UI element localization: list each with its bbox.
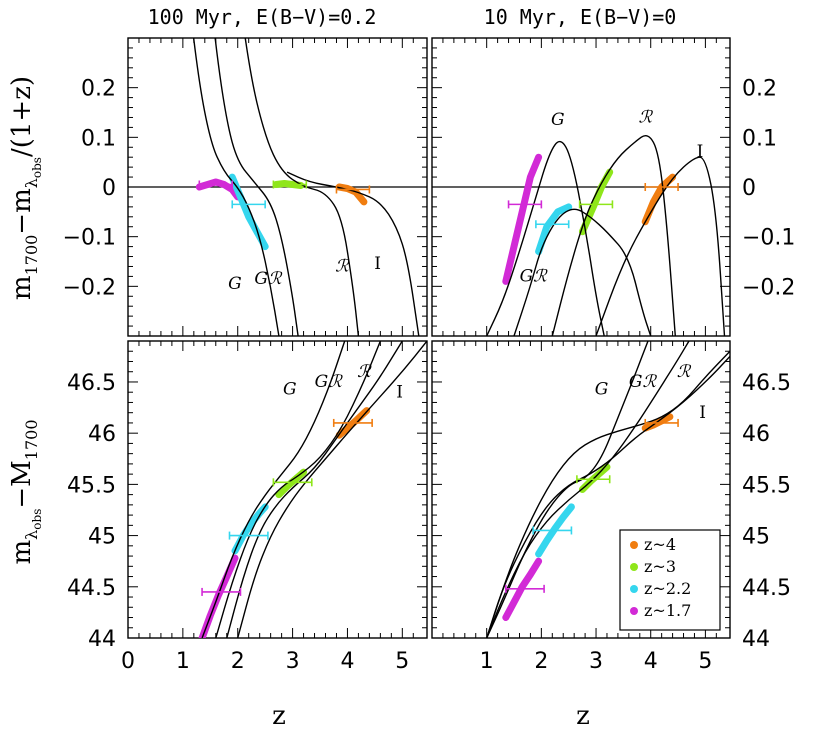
curve-label-r bbox=[244, 38, 360, 336]
band-label-gr: Gℛ bbox=[520, 266, 549, 286]
curve-label-gr bbox=[513, 208, 652, 336]
column-title-left: 100 Myr, E(B−V)=0.2 bbox=[148, 5, 377, 29]
x-tick-label: 2 bbox=[534, 649, 548, 674]
panel-frame bbox=[127, 340, 428, 639]
y-tick-label: 44.5 bbox=[742, 576, 791, 601]
band-label-r: ℛ bbox=[335, 256, 350, 276]
curve-label-g bbox=[201, 341, 346, 638]
curve-label-i bbox=[595, 156, 726, 336]
curve-label-gr bbox=[214, 38, 299, 336]
legend-label: z~1.7 bbox=[644, 601, 691, 620]
y-axis-label-bottom: mλobs−M1700 bbox=[7, 419, 44, 564]
y-tick-label: 45.5 bbox=[67, 473, 116, 498]
y-tick-label: 45 bbox=[88, 525, 116, 550]
y-tick-label: −0.2 bbox=[742, 275, 795, 300]
band-label-r: ℛ bbox=[638, 107, 653, 127]
svg-text:m1700−mλobs/(1+z): m1700−mλobs/(1+z) bbox=[7, 76, 44, 300]
y-tick-label: 0 bbox=[742, 176, 756, 201]
band-label-i: I bbox=[697, 142, 704, 162]
x-tick-label: 5 bbox=[698, 649, 712, 674]
band-label-gr: Gℛ bbox=[254, 269, 283, 289]
highlight-z17 bbox=[502, 557, 543, 621]
band-label-r: ℛ bbox=[357, 362, 372, 382]
y-tick-label: 0.1 bbox=[81, 126, 116, 151]
x-tick-label: 4 bbox=[644, 649, 658, 674]
legend-label: z~4 bbox=[644, 535, 676, 554]
x-axis-label-right: z bbox=[576, 701, 590, 731]
x-tick-label: 3 bbox=[589, 649, 603, 674]
legend-marker bbox=[630, 585, 638, 593]
legend-marker bbox=[630, 607, 638, 615]
band-label-i: I bbox=[699, 403, 706, 423]
highlight-z22 bbox=[535, 203, 573, 256]
highlight-z22 bbox=[535, 503, 575, 558]
x-tick-label: 1 bbox=[176, 649, 190, 674]
y-tick-label: −0.1 bbox=[742, 226, 795, 251]
x-tick-label: 2 bbox=[231, 649, 245, 674]
y-tick-label: 44 bbox=[88, 627, 116, 652]
band-label-i: I bbox=[374, 254, 381, 274]
y-tick-label: 44.5 bbox=[67, 576, 116, 601]
x-tick-label: 5 bbox=[395, 649, 409, 674]
curve-label-i bbox=[486, 350, 730, 638]
x-tick-label: 4 bbox=[340, 649, 354, 674]
curve-label-g bbox=[192, 38, 280, 336]
y-tick-label: 45.5 bbox=[742, 473, 791, 498]
panel-frame bbox=[431, 340, 731, 639]
highlight-z4 bbox=[641, 173, 677, 226]
y-tick-label: 0.2 bbox=[742, 77, 777, 102]
curve-label-gr bbox=[486, 341, 690, 638]
band-label-gr: Gℛ bbox=[315, 372, 344, 392]
curve-label-g bbox=[486, 140, 605, 336]
y-tick-label: −0.1 bbox=[63, 226, 116, 251]
x-axis-label-left: z bbox=[272, 701, 286, 731]
panel-top-left: −0.2 −0.1 0 0.1 0.2G Gℛ ℛ I bbox=[63, 37, 428, 337]
y-tick-label: −0.2 bbox=[63, 275, 116, 300]
y-axis-label-top: m1700−mλobs/(1+z) bbox=[7, 76, 44, 300]
x-tick-label: 1 bbox=[480, 649, 494, 674]
y-tick-label: 46.5 bbox=[67, 371, 116, 396]
y-tick-label: 46.5 bbox=[742, 371, 791, 396]
panel-top-right: −0.2 −0.1 0 0.1 0.2G Gℛ ℛ I bbox=[431, 37, 795, 337]
curve-label-r bbox=[226, 341, 403, 638]
curve-label-r bbox=[551, 135, 676, 336]
x-tick-label: 0 bbox=[121, 649, 135, 674]
y-tick-label: 0 bbox=[102, 176, 116, 201]
highlight-z3 bbox=[275, 468, 308, 499]
svg-text:mλobs−M1700: mλobs−M1700 bbox=[7, 419, 44, 564]
legend-marker bbox=[630, 563, 638, 571]
y-tick-label: 46 bbox=[88, 422, 116, 447]
curve-label-i bbox=[286, 171, 420, 336]
band-label-i: I bbox=[396, 382, 403, 402]
y-tick-label: 0.2 bbox=[81, 77, 116, 102]
band-label-g: G bbox=[283, 379, 297, 399]
highlight-z17 bbox=[502, 153, 543, 285]
band-label-gr: Gℛ bbox=[629, 372, 658, 392]
column-title-right: 10 Myr, E(B−V)=0 bbox=[484, 5, 677, 29]
band-label-g: G bbox=[228, 274, 242, 294]
legend-marker bbox=[630, 541, 638, 549]
y-tick-label: 45 bbox=[742, 525, 770, 550]
y-tick-label: 0.1 bbox=[742, 126, 777, 151]
highlight-z4 bbox=[335, 407, 371, 439]
y-tick-label: 44 bbox=[742, 627, 770, 652]
y-tick-label: 46 bbox=[742, 422, 770, 447]
band-label-g: G bbox=[551, 110, 565, 130]
highlight-z3 bbox=[578, 168, 614, 236]
legend-label: z~3 bbox=[644, 557, 676, 576]
x-tick-label: 3 bbox=[286, 649, 300, 674]
curve-label-gr bbox=[215, 341, 382, 638]
band-label-r: ℛ bbox=[677, 362, 692, 382]
band-label-g: G bbox=[595, 379, 609, 399]
legend-label: z~2.2 bbox=[644, 579, 691, 598]
